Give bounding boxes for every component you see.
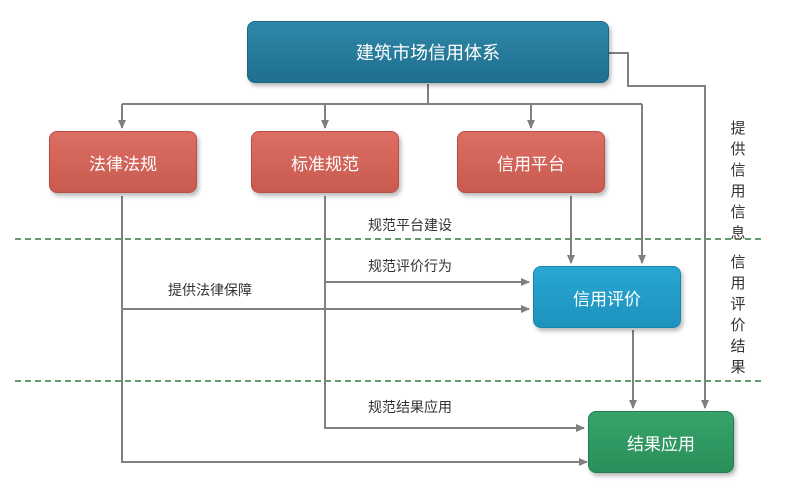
node-standards: 标准规范 (251, 131, 399, 193)
label-evaluation-behavior: 规范评价行为 (368, 259, 452, 275)
node-result-application: 结果应用 (588, 411, 734, 473)
node-laws-regulations: 法律法规 (49, 131, 197, 193)
side-label-credit-evaluation-results: 信用评价结果 (730, 253, 746, 376)
side-label-provide-credit-info: 提供信用信息 (730, 119, 746, 242)
label-legal-guarantee: 提供法律保障 (168, 283, 252, 299)
node-credit-evaluation: 信用评价 (533, 266, 681, 328)
label-platform-construction: 规范平台建设 (368, 218, 452, 234)
label-result-application: 规范结果应用 (368, 400, 452, 416)
node-construction-credit-system: 建筑市场信用体系 (247, 21, 609, 83)
node-credit-platform: 信用平台 (457, 131, 605, 193)
